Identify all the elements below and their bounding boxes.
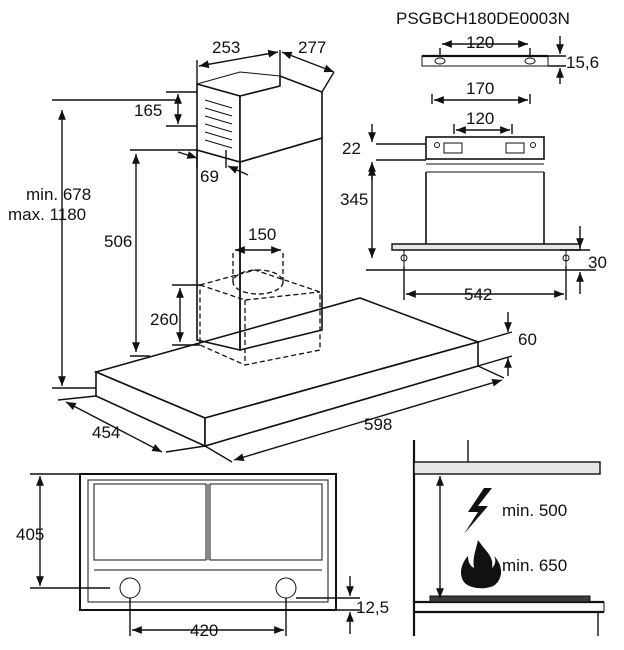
dim-canopy-width: 598 — [364, 415, 392, 434]
dim-chimney-depth: 277 — [298, 38, 326, 57]
clearance-view: min. 500 min. 650 — [412, 440, 605, 636]
clearance-gas: min. 650 — [502, 556, 567, 575]
flame-icon — [461, 540, 502, 589]
dim-lower-height: 506 — [104, 232, 132, 251]
dim-duct-diameter: 150 — [248, 225, 276, 244]
bottom-mount-plate — [391, 243, 581, 251]
duct-box — [199, 269, 321, 366]
dim-top-hole-spacing: 120 — [466, 33, 494, 52]
model-code: PSGBCH180DE0003N — [396, 9, 570, 28]
dim-canopy-thickness: 60 — [518, 330, 537, 349]
lightning-bolt-icon — [464, 488, 492, 534]
chimney-upper-front — [196, 82, 241, 164]
dim-upper-offset: 165 — [134, 101, 162, 120]
dim-chimney-width: 253 — [212, 38, 240, 57]
bottom-view: 405 420 12,5 — [16, 473, 389, 640]
dim-bracket-width: 170 — [466, 79, 494, 98]
dim-bracket-hole-spacing: 120 — [466, 109, 494, 128]
dim-bottom-hole-spacing: 542 — [464, 285, 492, 304]
hood-side-profile — [413, 461, 601, 475]
cooktop-surface — [414, 600, 604, 614]
dim-depth: 405 — [16, 525, 44, 544]
filter-right — [209, 483, 323, 561]
dim-duct-height: 260 — [150, 310, 178, 329]
dim-bracket-height: 345 — [340, 190, 368, 209]
clearance-electric: min. 500 — [502, 501, 567, 520]
hood-isometric-view: 253 277 165 69 min. 678 max. 1180 506 15… — [8, 38, 537, 463]
dim-canopy-depth: 454 — [92, 423, 120, 442]
dim-side-gap: 69 — [200, 167, 219, 186]
bracket-view: PSGBCH180DE0003N 120 15,6 170 120 — [340, 9, 607, 304]
dim-top-offset: 15,6 — [566, 53, 599, 72]
filter-left — [93, 483, 207, 561]
dim-lamp-offset: 12,5 — [356, 598, 389, 617]
chimney-upper-side — [239, 74, 323, 164]
dim-height-max: max. 1180 — [8, 205, 86, 224]
vent-slots — [204, 99, 233, 149]
dim-height-min: min. 678 — [26, 185, 91, 204]
dim-bottom-offset: 30 — [588, 253, 607, 272]
dim-bracket-offset: 22 — [342, 139, 361, 158]
dim-lamp-spacing: 420 — [190, 621, 218, 640]
